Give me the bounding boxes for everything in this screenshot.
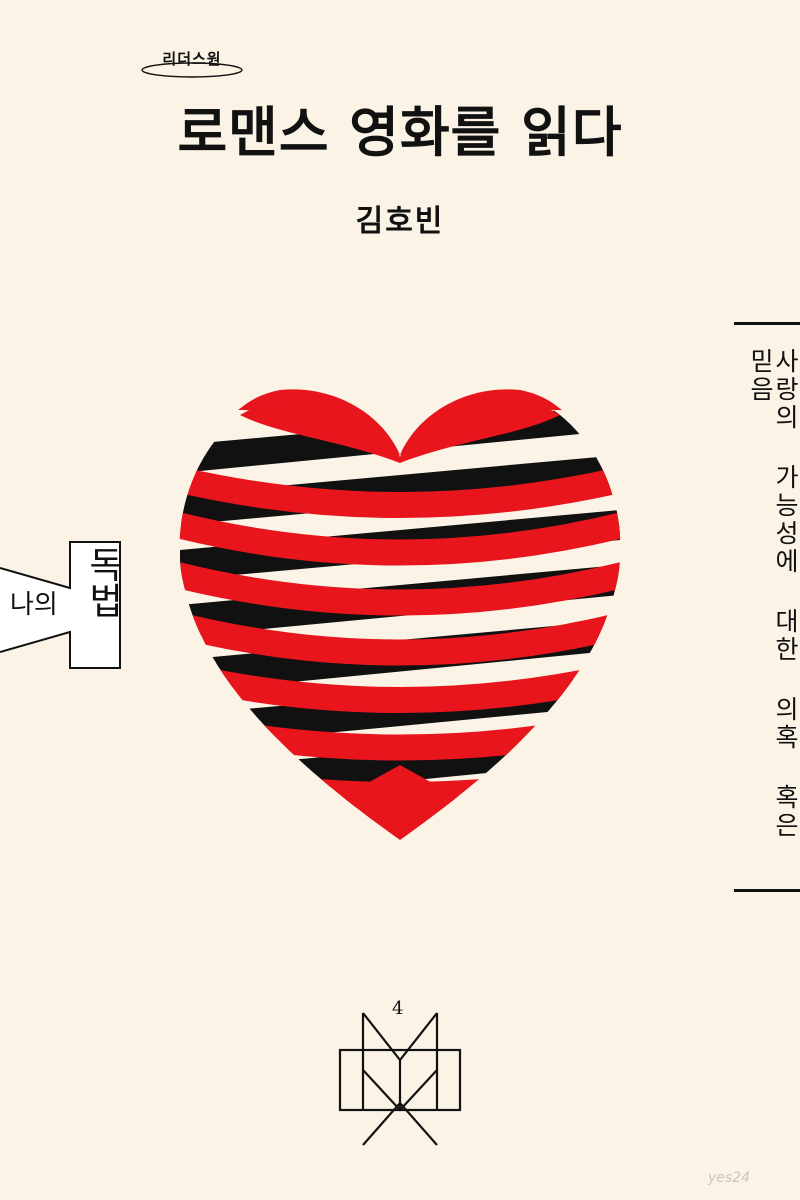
subtitle-block: 사랑의 가능성에 대한 의혹 혹은 믿음 [734, 322, 800, 892]
volume-number: 4 [392, 998, 404, 1019]
striped-heart-illustration [179, 389, 621, 840]
publisher-ring [141, 62, 243, 78]
author-name: 김호빈 [355, 204, 445, 239]
volume-book-logo [338, 1012, 462, 1146]
series-name: 독법 [82, 546, 123, 618]
watermark: yes24 [708, 1170, 751, 1186]
publisher-badge: 리더스원 [140, 44, 244, 80]
subtitle-text: 사랑의 가능성에 대한 의혹 혹은 믿음 [746, 348, 800, 840]
series-mark-frame [0, 541, 121, 669]
publisher-name: 리더스원 [162, 50, 222, 68]
series-prefix: 나의 [10, 590, 58, 620]
subtitle-rule-top [734, 322, 800, 325]
book-title: 로맨스 영화를 읽다 [177, 101, 623, 164]
subtitle-rule-bottom [734, 889, 800, 892]
